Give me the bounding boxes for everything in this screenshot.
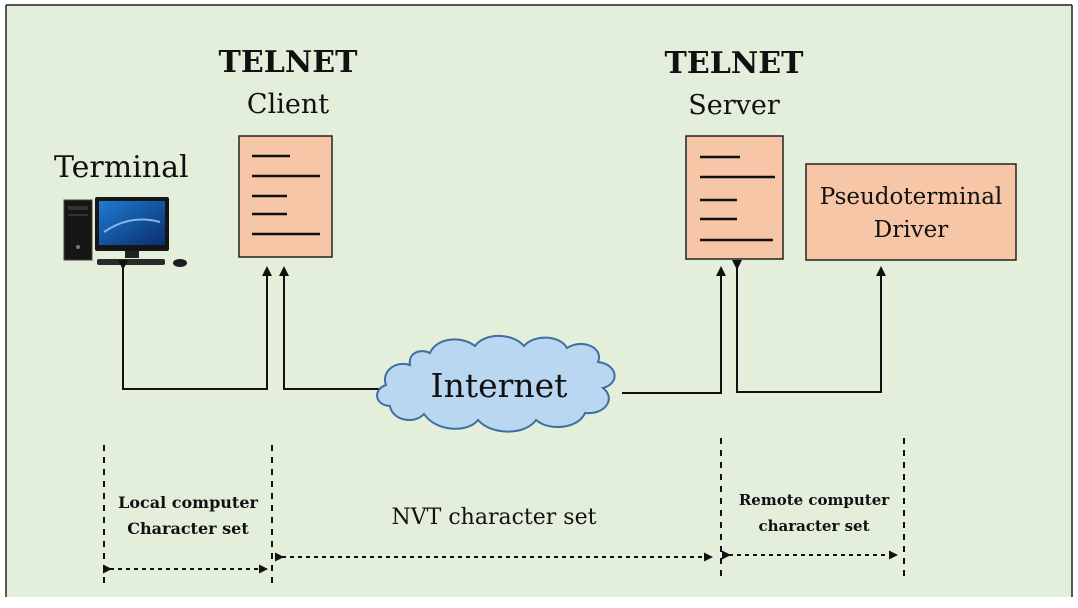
client-title-line2: Client (247, 89, 329, 120)
pseudoterminal-box (805, 163, 1017, 261)
client-title-line1: TELNET (219, 45, 359, 80)
internet-label: Internet (431, 366, 568, 405)
computer-icon (63, 197, 187, 267)
remote-charset-line1: Remote computer (739, 491, 890, 509)
diagram-background (6, 5, 1072, 597)
server-text-lines-icon (700, 155, 775, 242)
pseudoterminal-line1: Pseudoterminal (820, 184, 1003, 210)
server-title-line1: TELNET (665, 46, 805, 81)
internet-cloud-icon (376, 334, 616, 433)
client-internet-connector (279, 266, 384, 390)
nvt-charset-label: NVT character set (392, 505, 597, 530)
local-charset-line2: Character set (127, 519, 249, 538)
local-charset-line1: Local computer (118, 493, 258, 512)
server-pseudoterminal-connector (732, 260, 886, 393)
client-text-lines-icon (252, 154, 320, 236)
server-title-line2: Server (688, 90, 780, 121)
terminal-client-connector (118, 260, 272, 390)
pseudoterminal-line2: Driver (874, 217, 948, 243)
internet-server-connector (622, 266, 726, 394)
remote-charset-line2: character set (758, 517, 869, 535)
terminal-label: Terminal (54, 150, 189, 185)
